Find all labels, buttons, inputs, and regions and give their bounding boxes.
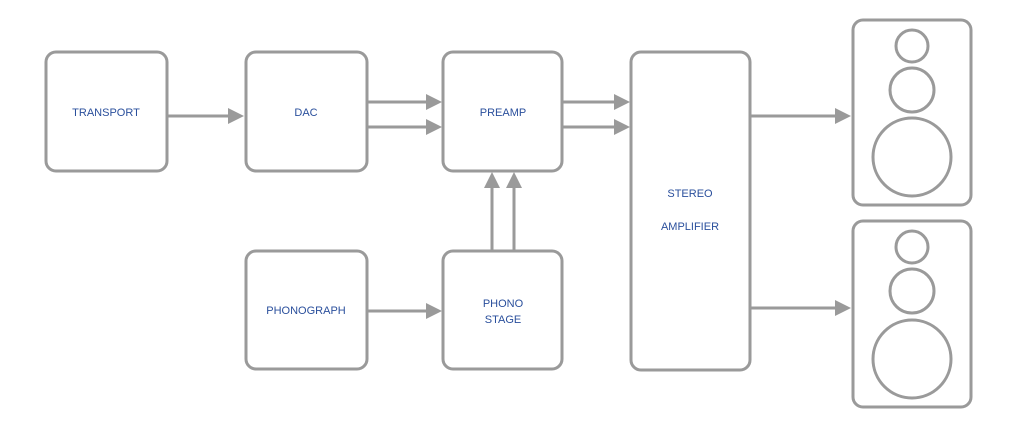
preamp-block: PREAMP xyxy=(441,50,564,173)
dac-block: DAC xyxy=(244,50,369,173)
preamp-to-amplifier-arrow xyxy=(562,94,630,110)
stereo-amplifier-label-line1: STEREO xyxy=(667,188,713,200)
preamp-to-amplifier-arrow xyxy=(562,119,630,135)
phonograph-label: PHONOGRAPH xyxy=(266,305,346,317)
dac-label: DAC xyxy=(294,107,317,119)
phono-stage-block: PHONO STAGE xyxy=(441,249,564,371)
phono-stage-label-line2: STAGE xyxy=(485,314,521,326)
transport-block: TRANSPORT xyxy=(44,50,169,173)
phonograph-block: PHONOGRAPH xyxy=(244,249,369,371)
dac-to-preamp-arrow xyxy=(367,119,442,135)
transport-label: TRANSPORT xyxy=(72,107,140,119)
loudspeaker-icon xyxy=(851,219,973,409)
stereo-amplifier-label-line2: AMPLIFIER xyxy=(661,221,719,233)
loudspeaker-icon xyxy=(851,18,973,207)
amplifier-to-speaker-arrow xyxy=(750,300,851,316)
preamp-label: PREAMP xyxy=(480,107,526,119)
amplifier-to-speaker-arrow xyxy=(750,108,851,124)
phono-stage-to-preamp-arrow xyxy=(506,172,522,251)
stereo-amplifier-block: STEREO AMPLIFIER xyxy=(629,50,752,372)
dac-to-preamp-arrow xyxy=(367,94,442,110)
phono-stage-label-line1: PHONO xyxy=(483,298,524,310)
transport-to-dac-arrow xyxy=(167,108,244,124)
phonograph-to-phono-stage-arrow xyxy=(367,303,442,319)
phono-stage-to-preamp-arrow xyxy=(484,172,500,251)
